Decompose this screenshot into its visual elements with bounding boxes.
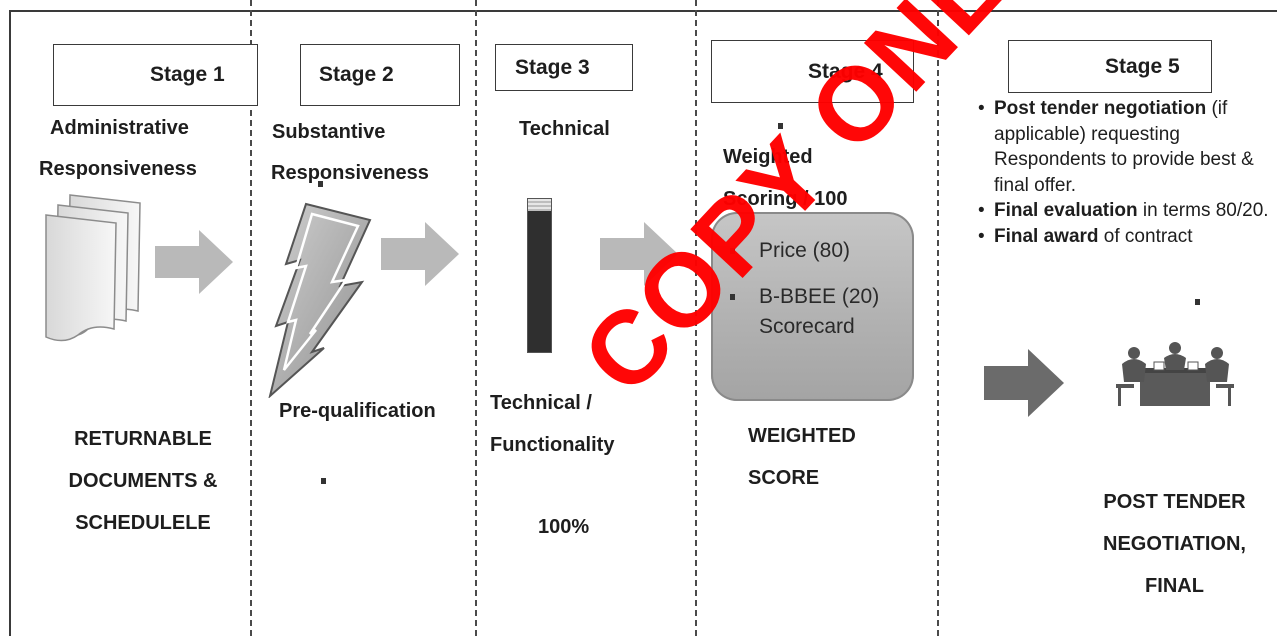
stage-2-caption: Pre-qualification	[279, 400, 436, 422]
stage-5-bullet: Final award of contract	[978, 224, 1273, 250]
stage-1-caption-line: RETURNABLE	[74, 428, 212, 450]
stage-4-label: Stage 4	[808, 59, 883, 83]
criteria-bullet	[730, 248, 735, 254]
stage-5-bullet-list: Post tender negotiation (if applicable) …	[978, 96, 1273, 249]
stage-4-heading-line: Scoring / 100	[723, 188, 848, 210]
stage-2-heading-line: Responsiveness	[271, 162, 429, 184]
stage-3-caption-line: Technical /	[490, 392, 592, 414]
flow-arrow-icon	[600, 222, 678, 286]
bullet-marker	[1195, 299, 1200, 305]
flow-arrow-dark-icon	[984, 349, 1064, 417]
stage-2-label: Stage 2	[319, 63, 394, 86]
stage-1-caption-line: SCHEDULELE	[75, 512, 211, 534]
stage-5-label: Stage 5	[1105, 54, 1180, 78]
stage-5-caption: POST TENDER NEGOTIATION, FINAL	[1082, 481, 1267, 607]
stage-divider	[695, 0, 697, 636]
stage-4-box: Stage 4	[711, 40, 914, 103]
bullet-marker	[318, 181, 323, 187]
documents-icon	[45, 194, 141, 342]
flow-arrow-icon	[381, 222, 459, 286]
stage-5-box: Stage 5	[1008, 40, 1212, 93]
scoring-criteria-box: Price (80) B-BBEE (20) Scorecard	[711, 212, 914, 401]
stage-1-box: Stage 1	[53, 44, 258, 106]
stage-5-bullet: Final evaluation in terms 80/20.	[978, 198, 1273, 224]
stage-3-percentage: 100%	[538, 516, 590, 538]
stage-1-heading-line: Responsiveness	[39, 158, 197, 180]
stage-3-heading: Technical	[519, 118, 610, 140]
bullet-marker	[778, 123, 783, 129]
criteria-bullet	[730, 294, 735, 300]
bar-gauge-icon	[527, 198, 552, 353]
flow-arrow-icon	[155, 230, 233, 294]
stage-1-heading-line: Administrative	[50, 117, 189, 139]
criteria-price: Price (80)	[759, 239, 851, 262]
stage-divider	[937, 0, 939, 636]
stage-4-caption-line: WEIGHTED	[748, 425, 856, 447]
bar-gauge-cap	[528, 199, 551, 211]
lightning-bolt-icon	[268, 202, 372, 398]
stage-4-heading-line: Weighted	[723, 146, 813, 168]
stage-divider	[250, 0, 252, 636]
stage-2-heading-line: Substantive	[272, 121, 386, 143]
diagram-frame	[9, 10, 1277, 636]
stage-divider	[475, 0, 477, 636]
stage-1-caption: RETURNABLE DOCUMENTS & SCHEDULELE	[58, 418, 228, 544]
meeting-table-icon	[1116, 342, 1234, 406]
criteria-scorecard: Scorecard	[759, 315, 855, 338]
criteria-bbbee: B-BBEE (20)	[759, 285, 880, 308]
stage-4-caption-line: SCORE	[748, 467, 820, 489]
stage-3-label: Stage 3	[515, 55, 590, 79]
stage-3-box: Stage 3	[495, 44, 633, 91]
stage-2-box: Stage 2	[300, 44, 460, 106]
stage-5-bullet: Post tender negotiation (if applicable) …	[978, 96, 1273, 198]
bullet-marker	[321, 478, 326, 484]
stage-1-caption-line: DOCUMENTS &	[68, 470, 218, 492]
stage-5-caption-line: NEGOTIATION,	[1103, 533, 1246, 555]
stage-5-caption-line: FINAL	[1145, 575, 1204, 597]
stage-1-label: Stage 1	[150, 63, 225, 86]
stage-3-caption-line: Functionality	[490, 434, 615, 456]
stage-5-caption-line: POST TENDER	[1103, 491, 1246, 513]
